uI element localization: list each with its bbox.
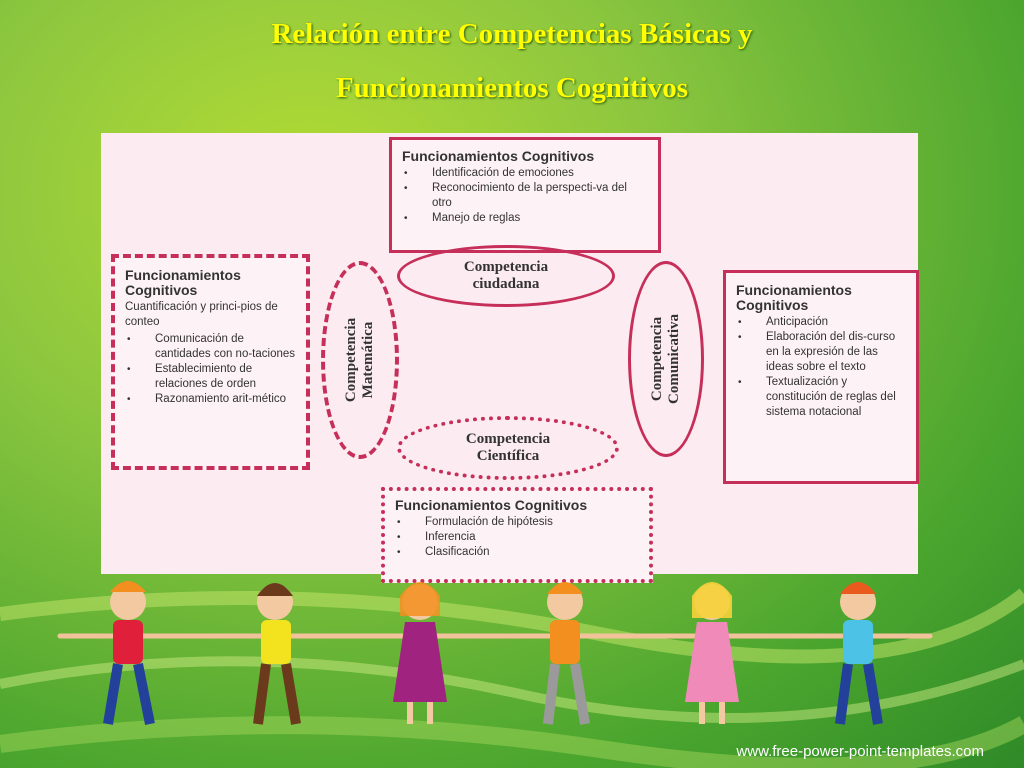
list-item: Inferencia (395, 530, 639, 545)
list-item: Razonamiento arit-mético (125, 392, 296, 407)
box-intro: Cuantificación y princi-pios de conteo (125, 301, 278, 328)
list-item: Elaboración del dis-curso en la expresió… (736, 330, 906, 375)
list-item: Textualización y constitución de reglas … (736, 375, 906, 420)
box-heading: Funcionamientos Cognitivos (402, 148, 595, 164)
oval-label: Competencia Matemática (343, 317, 376, 403)
list-item: Identificación de emociones (402, 166, 648, 181)
box-list: Formulación de hipótesis Inferencia Clas… (395, 515, 639, 560)
box-list: Identificación de emociones Reconocimien… (402, 166, 648, 226)
children-illustration (0, 581, 1024, 768)
list-item: Clasificación (395, 545, 639, 560)
box-list: Comunicación de cantidades con no-tacion… (125, 332, 296, 407)
oval-competencia-cientifica: Competencia Científica (397, 416, 619, 480)
list-item: Reconocimiento de la perspecti-va del ot… (402, 181, 648, 211)
child-figure (685, 582, 739, 724)
swirl-decoration (0, 588, 1024, 664)
oval-competencia-matematica: Competencia Matemática (321, 261, 399, 459)
oval-label: Competencia ciudadana (463, 259, 549, 292)
child-figure (835, 582, 883, 725)
child-figure (103, 581, 155, 725)
child-figure (393, 582, 447, 724)
child-figure (253, 583, 301, 725)
title-line-1: Relación entre Competencias Básicas y (271, 18, 753, 50)
oval-label: Competencia Comunicativa (649, 314, 682, 404)
list-item: Manejo de reglas (402, 211, 648, 226)
box-comunicativa-funcionamientos: Funcionamientos Cognitivos Anticipación … (723, 270, 919, 484)
list-item: Comunicación de cantidades con no-tacion… (125, 332, 296, 362)
list-item: Anticipación (736, 315, 906, 330)
list-item: Formulación de hipótesis (395, 515, 639, 530)
title-line-2: Funcionamientos Cognitivos (335, 72, 689, 104)
diagram-panel: Funcionamientos Cognitivos Identificació… (101, 133, 919, 583)
list-item: Establecimiento de relaciones de orden (125, 362, 296, 392)
box-heading: Funcionamientos Cognitivos (125, 267, 241, 298)
footer-url: www.free-power-point-templates.com (736, 743, 984, 760)
box-cientifica-funcionamientos: Funcionamientos Cognitivos Formulación d… (381, 487, 653, 583)
box-heading: Funcionamientos Cognitivos (736, 282, 852, 313)
swirl-decoration (0, 716, 1024, 768)
box-list: Anticipación Elaboración del dis-curso e… (736, 315, 906, 420)
child-figure (543, 582, 590, 725)
oval-competencia-comunicativa: Competencia Comunicativa (628, 261, 704, 457)
box-ciudadana-funcionamientos: Funcionamientos Cognitivos Identificació… (389, 137, 661, 253)
box-matematica-funcionamientos: Funcionamientos Cognitivos Cuantificació… (111, 254, 310, 470)
box-heading: Funcionamientos Cognitivos (395, 497, 588, 513)
oval-competencia-ciudadana: Competencia ciudadana (397, 245, 615, 307)
oval-label: Competencia Científica (465, 431, 551, 464)
